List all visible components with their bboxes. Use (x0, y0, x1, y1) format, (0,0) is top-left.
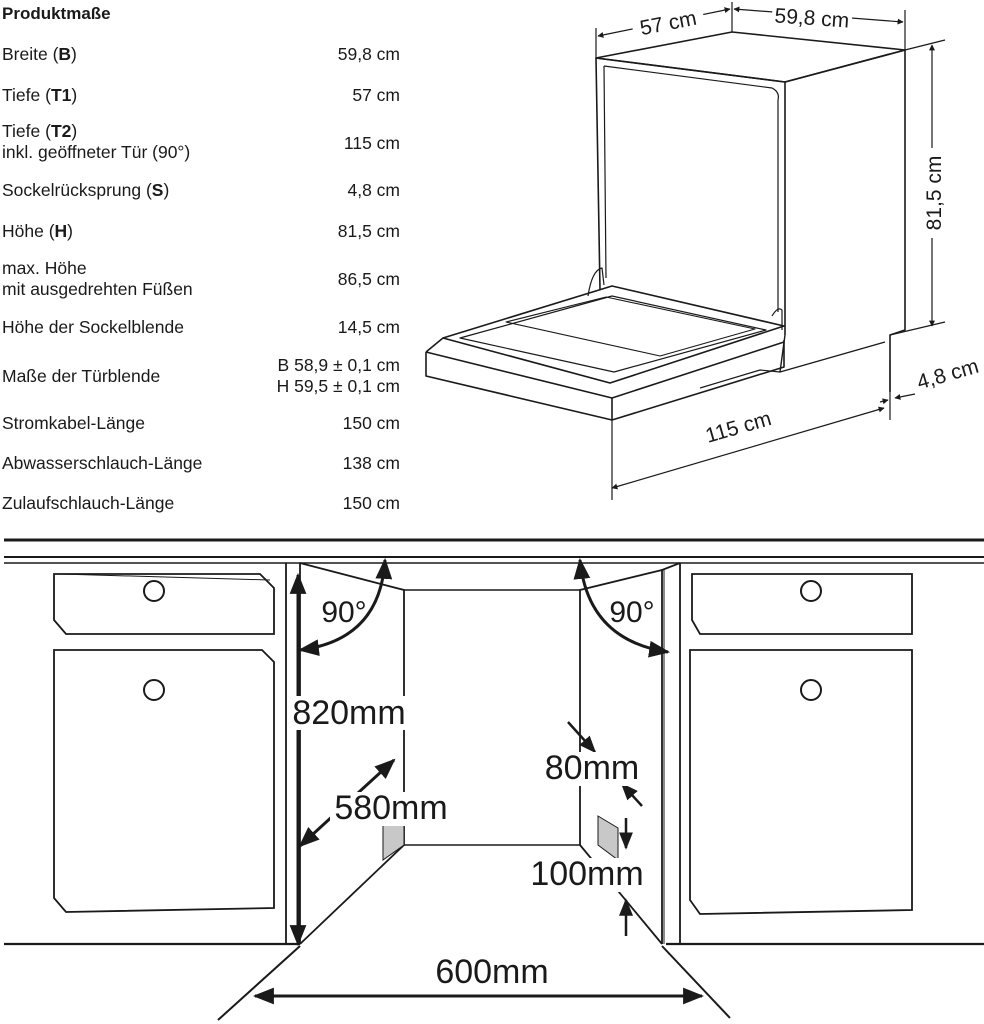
spec-label: Höhe (H) (2, 221, 73, 241)
spec-row-width: Breite (B) 59,8 cm (0, 44, 400, 66)
height-label: 81,5 cm (923, 156, 946, 231)
spec-label: Maße der Türblende (2, 366, 161, 386)
spec-row-plinth-height: Höhe der Sockelblende 14,5 cm (0, 317, 400, 339)
niche-width-label: 600mm (435, 953, 548, 991)
body-left-edge (595, 57, 601, 291)
spec-label: Stromkabel-Länge (2, 413, 145, 433)
spec-label: Zulaufschlauch-Länge (2, 493, 175, 513)
spec-row-height: Höhe (H) 81,5 cm (0, 221, 400, 243)
spec-label: Breite (B) (2, 44, 77, 64)
spec-row-drain-hose: Abwasserschlauch-Länge 138 cm (0, 453, 400, 475)
width-top-label: 59,8 cm (774, 4, 850, 32)
plinth-block-right (597, 815, 619, 861)
left-door-knob (143, 679, 165, 701)
right-cabinet (666, 563, 984, 946)
recess-label: 80mm (545, 749, 639, 787)
spec-value: 57 cm (352, 85, 400, 105)
spec-value: 115 cm (343, 133, 400, 153)
niche-drawing (4, 538, 984, 946)
spec-value: B 58,9 ± 0,1 cm H 59,5 ± 0,1 cm (276, 355, 400, 396)
angle-right-label: 90° (609, 596, 654, 629)
door-swing-left (297, 557, 393, 656)
plinth-label: 4,8 cm (914, 355, 981, 394)
spec-value: 4,8 cm (347, 180, 400, 200)
spec-label: Sockelrücksprung (S) (2, 180, 170, 200)
spec-row-power-cable: Stromkabel-Länge 150 cm (0, 413, 400, 435)
open-door-top (442, 285, 785, 384)
spec-row-inlet-hose: Zulaufschlauch-Länge 150 cm (0, 493, 400, 515)
section-title: Produktmaße (2, 4, 111, 23)
niche-height-label: 820mm (292, 694, 405, 732)
spec-value: 59,8 cm (337, 44, 400, 64)
niche-depth-label: 580mm (334, 789, 447, 827)
spec-row-depth-t1: Tiefe (T1) 57 cm (0, 85, 400, 107)
spec-value: 86,5 cm (337, 269, 400, 289)
spec-label: Höhe der Sockelblende (2, 317, 184, 337)
body-right-side (784, 49, 906, 392)
plinth-dimension (879, 398, 889, 405)
spec-value: 150 cm (342, 413, 400, 433)
spec-row-max-height: max. Höhe mit ausgedrehten Füßen 86,5 cm (0, 258, 400, 302)
dishwasher-drawing (425, 31, 906, 421)
spec-value: 81,5 cm (337, 221, 400, 241)
spec-value: 150 cm (342, 493, 400, 513)
spec-label: Tiefe (T1) (2, 85, 78, 105)
recess-dimension (567, 721, 597, 754)
spec-row-depth-t2: Tiefe (T2) inkl. geöffneter Tür (90°) 11… (0, 121, 400, 165)
right-door-knob (800, 679, 822, 701)
niche-dimension-lines (217, 557, 731, 1021)
spec-row-door-panel: Maße der Türblende B 58,9 ± 0,1 cm H 59,… (0, 355, 400, 399)
plinth-height-label: 100mm (530, 855, 643, 893)
angle-left-label: 90° (321, 596, 366, 629)
spec-label: max. Höhe mit ausgedrehten Füßen (2, 258, 193, 299)
left-cabinet (4, 563, 300, 946)
spec-label: Tiefe (T2) inkl. geöffneter Tür (90°) (2, 121, 191, 162)
spec-value: 138 cm (342, 453, 400, 473)
depth-open-dimension (611, 406, 885, 490)
spec-row-plinth-recess: Sockelrücksprung (S) 4,8 cm (0, 180, 400, 202)
door-swing-right (573, 557, 671, 658)
left-drawer-knob (143, 580, 165, 602)
spec-label: Abwasserschlauch-Länge (2, 453, 203, 473)
spec-value: 14,5 cm (337, 317, 400, 337)
right-drawer-knob (800, 580, 822, 602)
